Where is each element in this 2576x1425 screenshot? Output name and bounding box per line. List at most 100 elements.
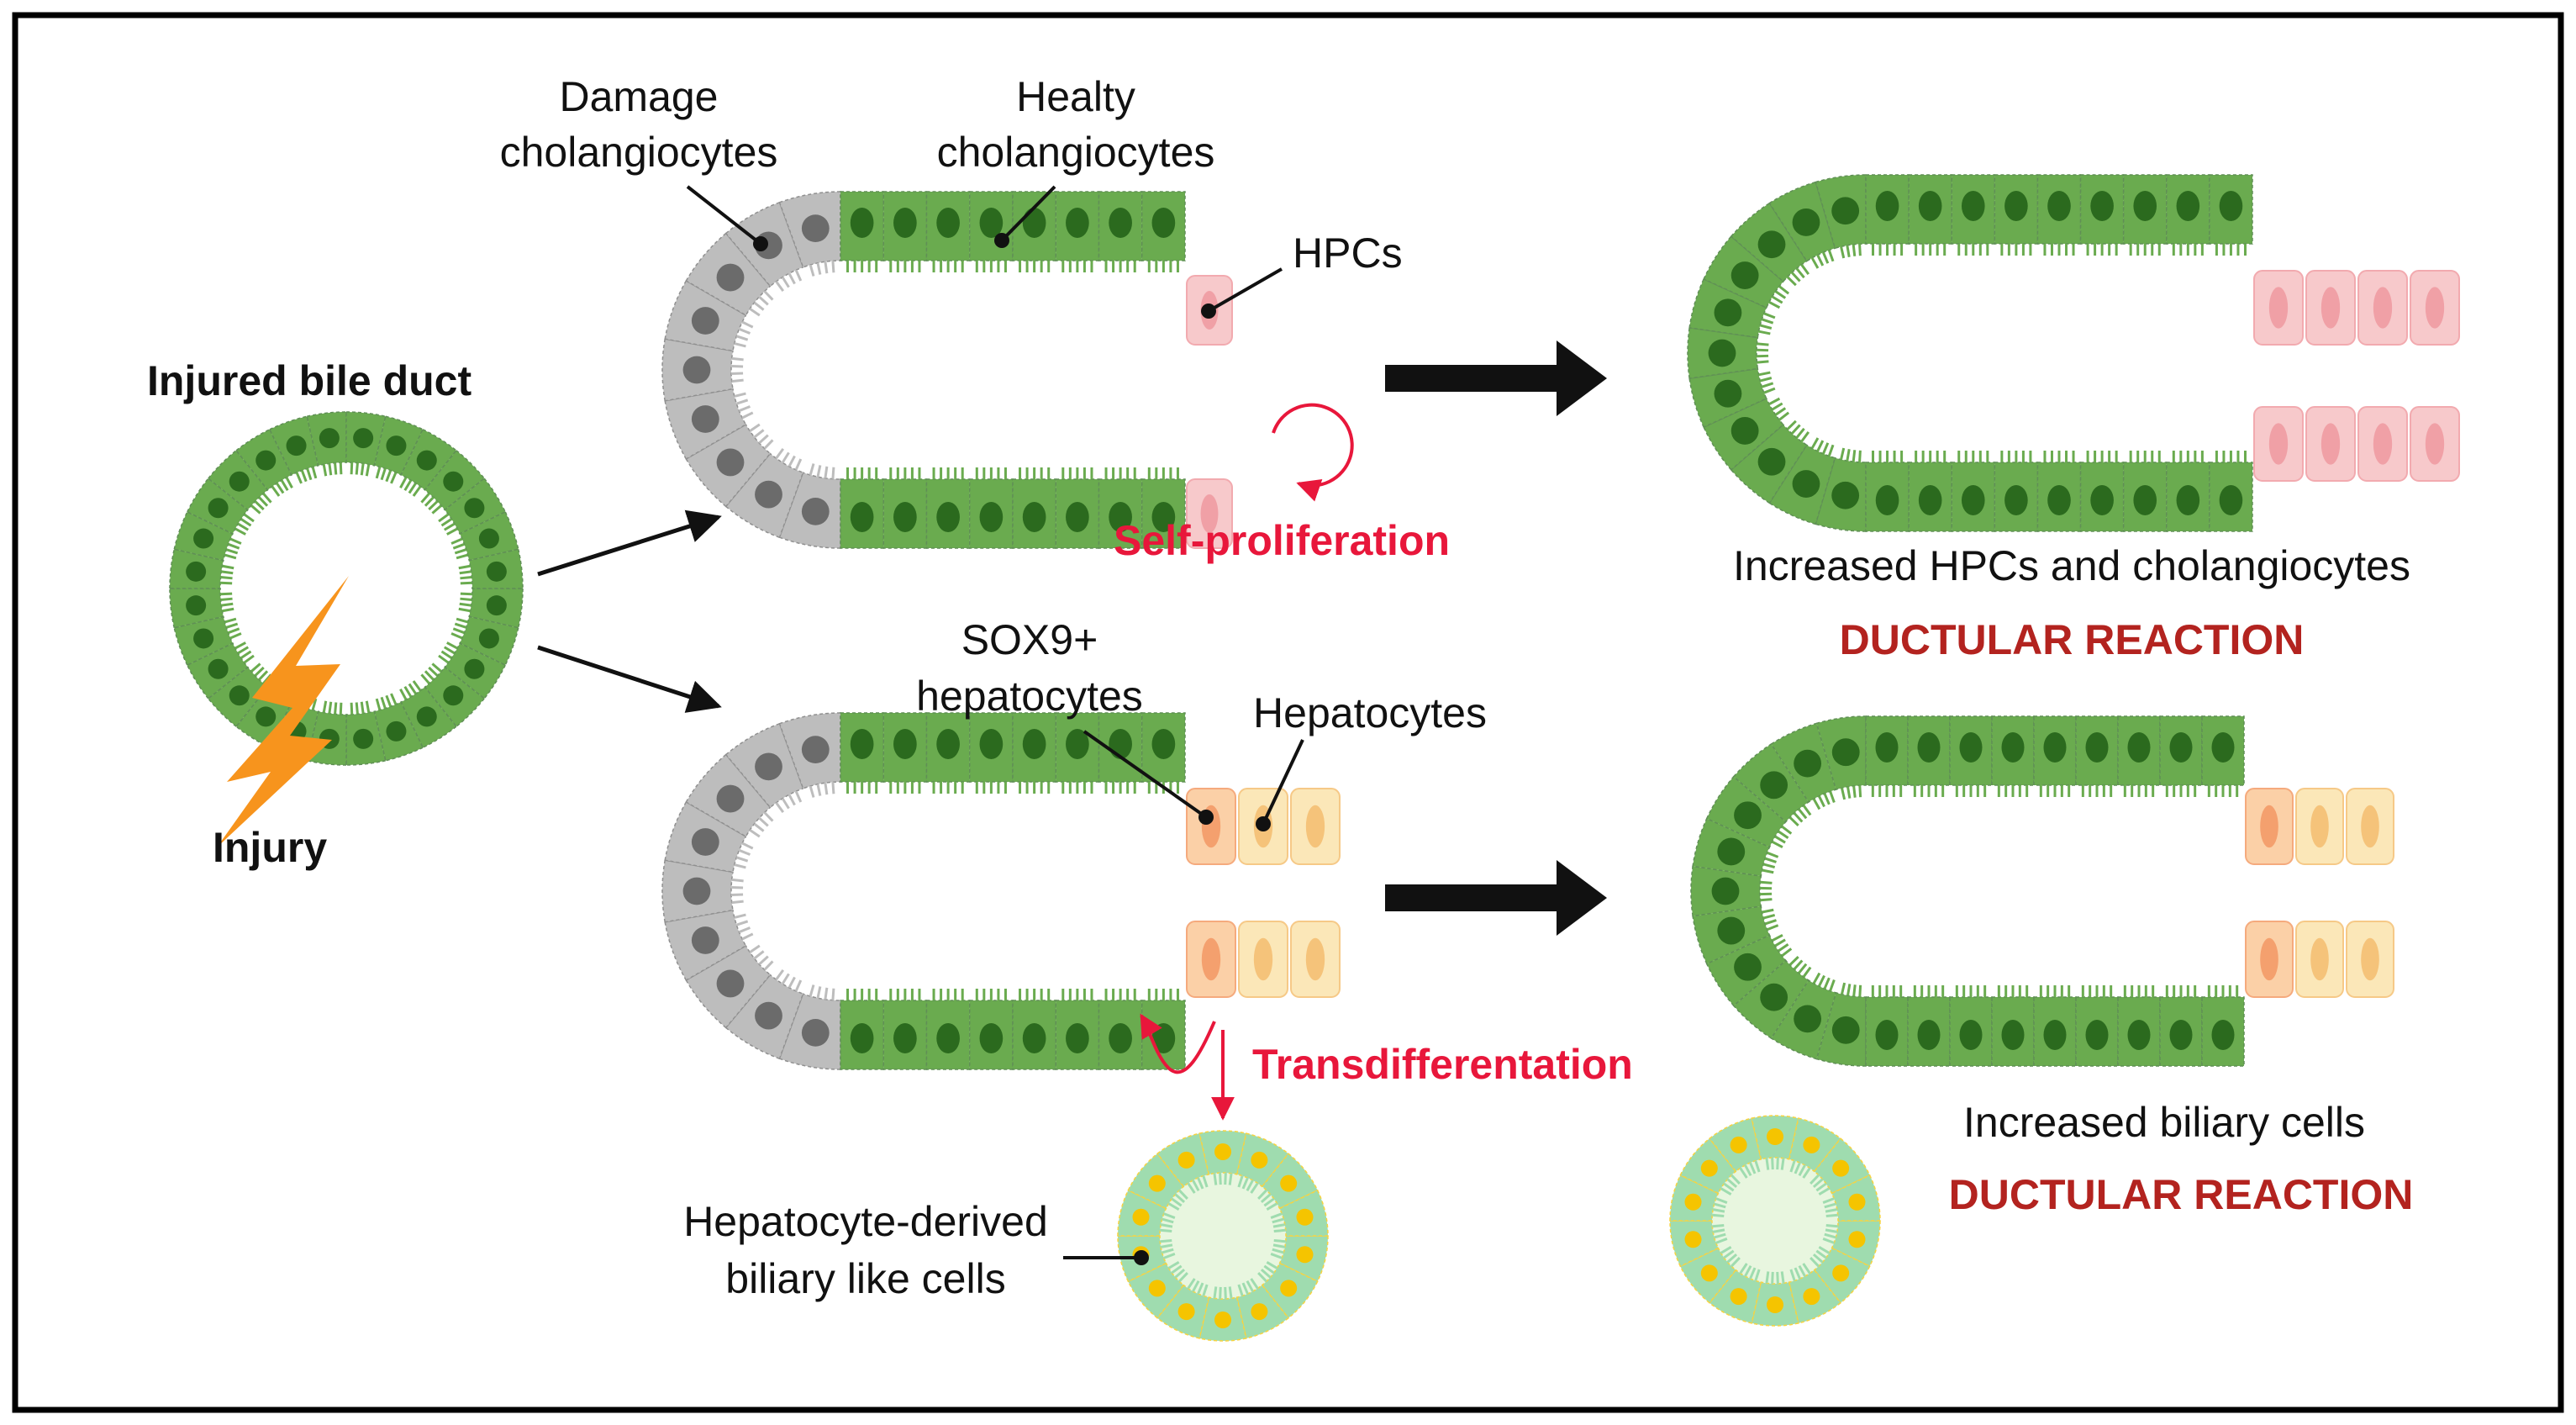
- microvillus: [1167, 1260, 1180, 1269]
- cholangiocyte-nucleus: [1875, 731, 1899, 763]
- cholangiocyte-nucleus: [1875, 484, 1899, 516]
- microvillus: [1774, 938, 1786, 947]
- cholangiocyte-nucleus: [1731, 261, 1759, 289]
- hpc-cell-nucleus: [2373, 287, 2393, 329]
- cholangiocyte-nucleus: [2090, 190, 2114, 222]
- microvillus: [816, 784, 822, 796]
- microvillus: [224, 617, 237, 624]
- cholangiocyte-nucleus: [1717, 916, 1746, 945]
- microvillus: [1272, 1223, 1286, 1228]
- cholangiocyte-nucleus: [1711, 877, 1740, 905]
- microvillus: [459, 570, 471, 575]
- microvillus: [452, 542, 465, 550]
- biliary-like-cell-nucleus: [1214, 1143, 1231, 1160]
- microvillus: [753, 822, 765, 832]
- microvillus: [1778, 830, 1789, 840]
- leader-dot-hepatocytes: [1256, 816, 1271, 831]
- label-hep-derived-line1: Hepatocyte-derived: [683, 1198, 1048, 1245]
- microvillus: [1715, 1238, 1728, 1244]
- cholangiocyte-nucleus: [486, 595, 507, 616]
- microvillus: [1160, 1243, 1173, 1248]
- microvillus: [1749, 1162, 1757, 1174]
- microvillus: [431, 662, 442, 673]
- cholangiocyte-nucleus: [1792, 208, 1820, 236]
- microvillus: [1841, 982, 1846, 995]
- cholangiocyte-nucleus: [2043, 731, 2067, 763]
- microvillus: [1812, 798, 1821, 810]
- microvillus: [311, 698, 318, 710]
- microvillus: [1786, 276, 1797, 287]
- microvillus: [1731, 1174, 1741, 1185]
- microvillus: [408, 482, 417, 494]
- microvillus: [276, 482, 285, 494]
- microvillus: [1228, 1173, 1233, 1185]
- microvillus: [1802, 1167, 1811, 1179]
- cholangiocyte-nucleus: [2127, 731, 2151, 763]
- microvillus: [1852, 984, 1857, 997]
- microvillus: [1723, 1182, 1735, 1192]
- hpc-cell-nucleus: [2373, 423, 2393, 465]
- label-healthy-line2: cholangiocytes: [937, 129, 1215, 176]
- damaged-cholangiocyte-nucleus: [716, 784, 745, 813]
- cholangiocyte-nucleus: [464, 498, 485, 519]
- sox9-hepatocyte-nucleus: [2260, 805, 2278, 848]
- cholangiocyte-nucleus: [353, 428, 374, 449]
- cholangiocyte-nucleus: [2176, 190, 2200, 222]
- microvillus: [228, 627, 240, 635]
- biliary-like-cell-nucleus: [1214, 1312, 1231, 1328]
- cholangiocyte-nucleus: [936, 1022, 960, 1054]
- microvillus: [1852, 450, 1857, 462]
- cholangiocyte-nucleus: [2085, 1019, 2109, 1051]
- microvillus: [229, 537, 242, 545]
- microvillus: [424, 670, 435, 681]
- cholangiocyte-nucleus: [2001, 1019, 2025, 1051]
- biliary-like-cell-nucleus: [1177, 1303, 1195, 1321]
- microvillus: [731, 356, 744, 362]
- leader-sox9: [1083, 730, 1208, 819]
- cholangiocyte-nucleus: [1109, 501, 1132, 533]
- damaged-cholangiocyte-nucleus: [801, 498, 830, 525]
- microvillus: [375, 467, 382, 479]
- microvillus: [1163, 1212, 1176, 1219]
- cholangiocyte-nucleus: [1875, 1019, 1899, 1051]
- microvillus: [1162, 1217, 1174, 1224]
- microvillus: [1241, 1282, 1249, 1295]
- microvillus: [222, 607, 234, 613]
- microvillus: [360, 701, 365, 714]
- microvillus: [735, 920, 749, 926]
- biliary-like-cell-nucleus: [1700, 1264, 1718, 1282]
- cholangiocyte-nucleus: [1961, 484, 1985, 516]
- microvillus: [228, 542, 240, 550]
- microvillus: [1780, 1271, 1785, 1284]
- microvillus: [1788, 816, 1799, 827]
- cholangiocyte-nucleus: [443, 471, 464, 492]
- microvillus: [1818, 1187, 1831, 1196]
- cholangiocyte-nucleus: [193, 528, 214, 549]
- microvillus: [1749, 1267, 1757, 1280]
- cholangiocyte-nucleus: [386, 720, 407, 742]
- microvillus: [450, 537, 463, 545]
- microvillus: [1798, 1265, 1806, 1277]
- biliary-like-cell-nucleus: [1684, 1231, 1702, 1248]
- microvillus: [458, 607, 471, 613]
- microvillus: [809, 463, 815, 476]
- cholangiocyte-nucleus: [2133, 484, 2157, 516]
- cholangiocyte-nucleus: [416, 450, 437, 471]
- microvillus: [229, 632, 242, 640]
- microvillus: [749, 308, 761, 317]
- cholangiocyte-nucleus: [1066, 1022, 1089, 1054]
- microvillus: [1858, 450, 1862, 462]
- cholangiocyte-nucleus: [1022, 728, 1046, 760]
- microvillus: [365, 700, 371, 713]
- biliary-like-cell-nucleus: [1730, 1136, 1747, 1153]
- label-sox9-line2: hepatocytes: [916, 673, 1143, 720]
- biliary-like-cell-nucleus: [1767, 1128, 1783, 1145]
- cholangiocyte-nucleus: [2169, 731, 2193, 763]
- self-renewal-circular-arrow-icon: [1272, 403, 1354, 502]
- hpc-cell-nucleus: [2321, 287, 2341, 329]
- microvillus: [1197, 1282, 1204, 1295]
- microvillus: [1712, 1228, 1725, 1233]
- microvillus: [1715, 1197, 1728, 1204]
- microvillus: [1846, 245, 1851, 257]
- microvillus: [1712, 1213, 1725, 1218]
